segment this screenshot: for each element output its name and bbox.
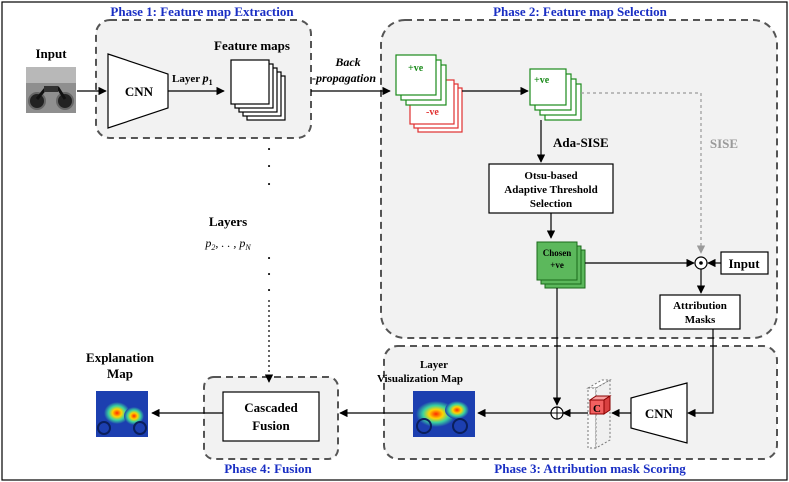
sise-label: SISE — [710, 136, 738, 151]
cnn-block-2 — [630, 382, 688, 444]
dot-4: · — [267, 250, 271, 265]
cnn-label-1: CNN — [125, 84, 154, 99]
class-score-column — [586, 379, 612, 449]
dot-1: · — [267, 141, 271, 156]
phase2-title: Phase 2: Feature map Selection — [493, 4, 668, 19]
layer-p1-label: Layer p1 — [172, 71, 213, 87]
backprop-label-2: -propagation — [312, 71, 376, 85]
cnn-label-2: CNN — [645, 406, 674, 421]
cascaded-line-2: Fusion — [252, 418, 290, 433]
otsu-line-1: Otsu-based — [524, 170, 577, 182]
input-label-2: Input — [728, 256, 760, 271]
chosen-maps-stack — [536, 241, 586, 289]
neg-label: -ve — [426, 107, 439, 118]
phase1-title: Phase 1: Feature map Extraction — [110, 4, 294, 19]
cnn-block-1 — [107, 53, 169, 129]
layers-label: Layers — [209, 214, 247, 229]
attribution-line-1: Attribution — [673, 300, 727, 312]
otsu-box — [488, 163, 614, 214]
dot-2: · — [267, 158, 271, 173]
dot-6: · — [267, 282, 271, 297]
dot-5: · — [267, 266, 271, 281]
arrow-masks-cnn — [687, 329, 714, 418]
explanation-map-image — [96, 391, 148, 437]
dot-3: · — [267, 176, 271, 191]
multiply-dot — [699, 261, 703, 265]
attribution-masks-box — [659, 294, 741, 330]
attribution-line-2: Masks — [685, 314, 716, 326]
cascaded-line-1: Cascaded — [244, 400, 298, 415]
otsu-line-3: Selection — [530, 198, 572, 210]
sise-path — [581, 92, 706, 254]
explanation-line-1: Explanation — [86, 350, 155, 365]
feature-maps-label: Feature maps — [214, 38, 290, 53]
feature-maps-stack — [230, 59, 286, 121]
phase4-title: Phase 4: Fusion — [224, 461, 312, 476]
input-label: Input — [35, 46, 67, 61]
chosen-label-1: Chosen — [543, 248, 572, 258]
positive-maps-stack — [529, 68, 582, 121]
class-label: C — [593, 403, 601, 415]
explanation-line-2: Map — [107, 366, 133, 381]
pos-label-1: +ve — [408, 63, 424, 74]
layer-visualization-image — [413, 391, 475, 437]
phase3-title: Phase 3: Attribution mask Scoring — [494, 461, 686, 476]
layer-viz-line-1: Layer — [420, 359, 448, 371]
backprop-label-1: Back — [334, 55, 360, 69]
layer-viz-line-2: Visualization Map — [377, 373, 463, 385]
input-image — [26, 67, 76, 113]
mixed-maps-stack — [395, 54, 463, 133]
pos-label-2: +ve — [534, 75, 550, 86]
cascaded-fusion-box — [222, 391, 320, 442]
otsu-line-2: Adaptive Threshold — [504, 184, 597, 196]
layers-range: p2, . . , pN — [204, 236, 251, 252]
chosen-label-2: +ve — [550, 260, 564, 270]
ada-sise-label: Ada-SISE — [553, 135, 609, 150]
